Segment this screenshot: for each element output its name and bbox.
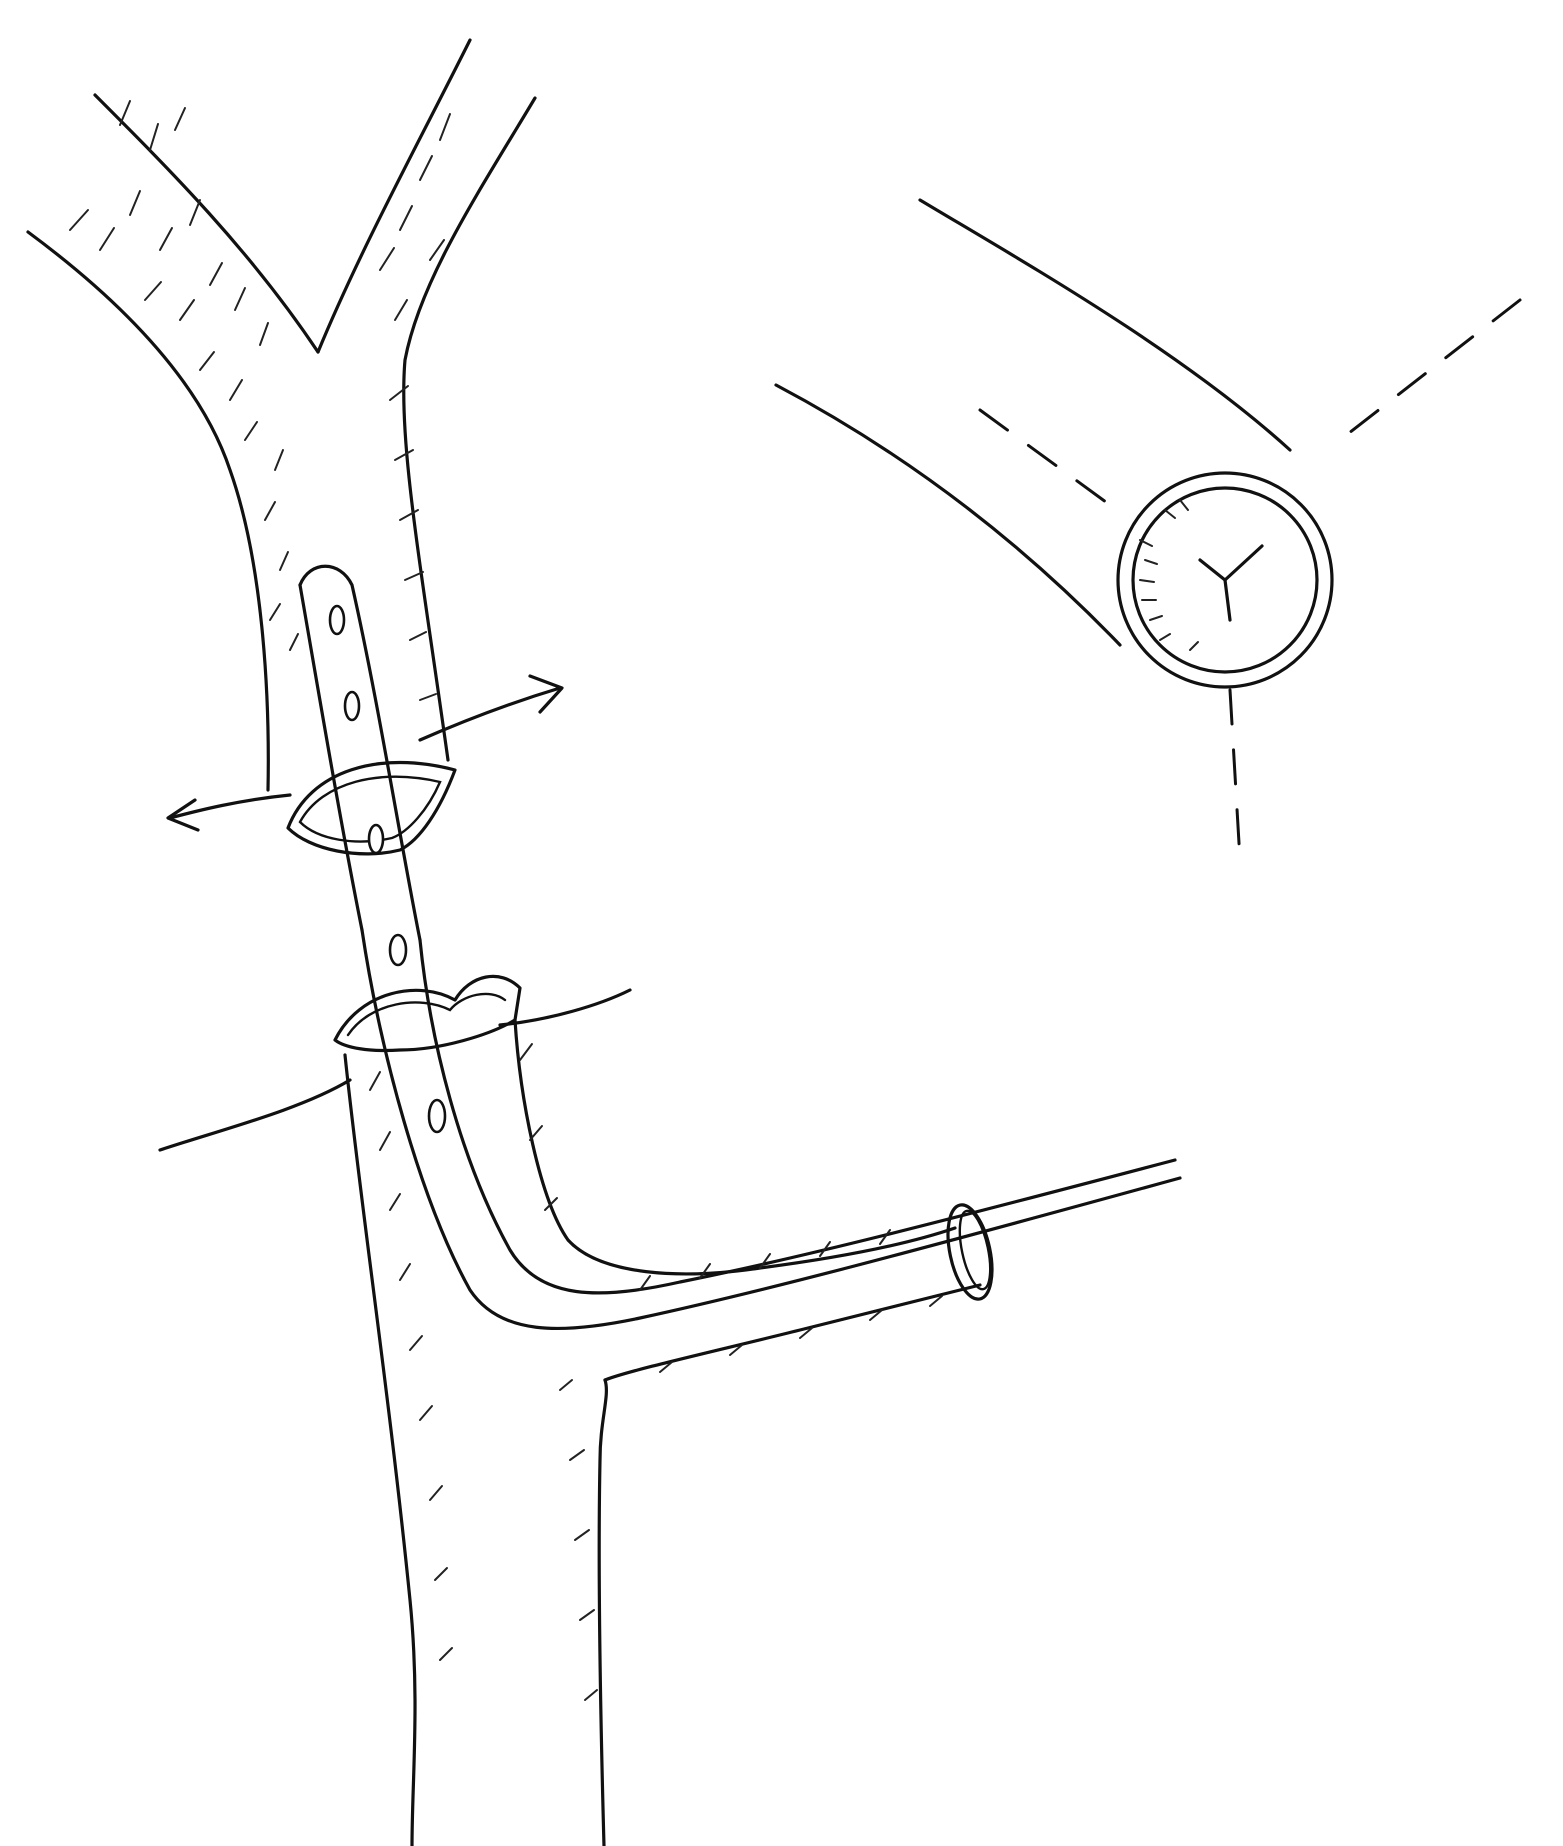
catheter-exit-sheath <box>946 1203 994 1301</box>
right-branch-outer-wall <box>402 96 537 762</box>
cross-section-outer-wall <box>1116 471 1334 689</box>
suture-left <box>158 1078 352 1152</box>
catheter-side-hole <box>328 604 346 636</box>
upper-snare-loop <box>286 760 457 856</box>
catheter-side-hole <box>427 1098 447 1134</box>
arrow-right-shaft <box>418 686 562 742</box>
catheter-side-hole <box>388 933 408 967</box>
catheter-side-hole <box>343 690 361 722</box>
dilation-arrows <box>166 674 564 832</box>
cross-section-inner-wall <box>1131 486 1319 674</box>
bifurcating-vessel <box>26 38 537 792</box>
catheter-in-trunk <box>360 928 1182 1331</box>
inset-catheter-cross-section <box>774 198 1522 862</box>
left-branch-inner-wall <box>93 93 320 354</box>
arrow-left-shaft <box>168 793 292 820</box>
cross-section-shading <box>1139 499 1199 651</box>
right-branch-inner-wall <box>316 38 472 354</box>
vessel-trunk <box>343 928 1182 1846</box>
catheter-side-hole <box>367 823 385 855</box>
left-branch-outer-wall <box>26 230 270 792</box>
arrow-left-head <box>166 798 200 832</box>
arrow-right-head <box>528 674 564 714</box>
vessel-shading-lower <box>369 1043 943 1701</box>
vessel-shading-upper <box>69 100 451 701</box>
perforated-catheter <box>298 564 447 1134</box>
lower-snare-loop <box>158 974 632 1152</box>
